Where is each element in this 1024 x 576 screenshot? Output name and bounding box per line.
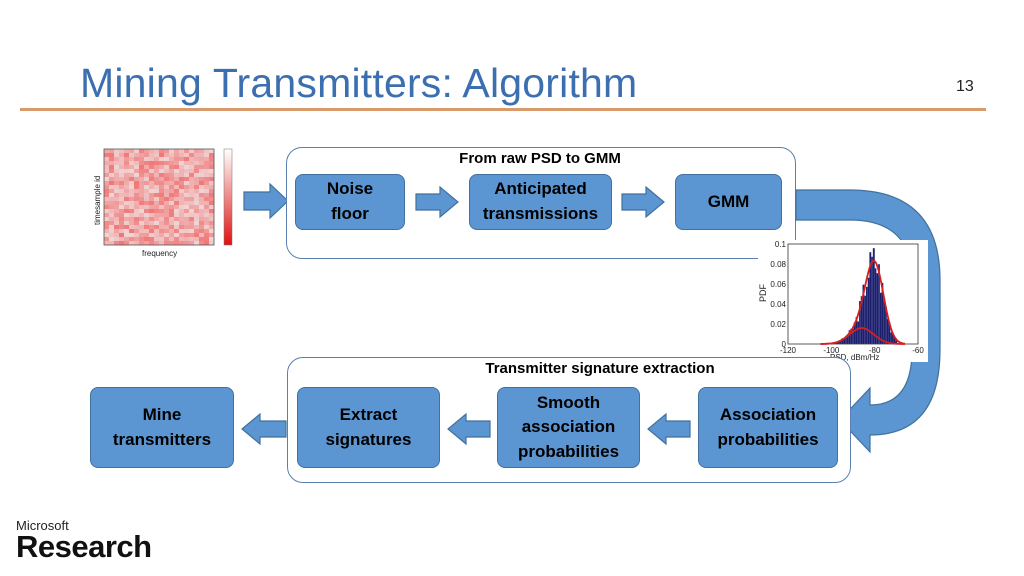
x-tick-label: -120 — [780, 346, 797, 355]
group-title-signature: Transmitter signature extraction — [485, 360, 715, 377]
histogram-bar — [886, 318, 889, 345]
pdf-histogram-plot: 00.020.040.060.080.1 -120-100-80-60 PDF … — [758, 240, 928, 362]
y-tick-label: 0.1 — [775, 240, 787, 249]
box-extract-signatures: Extract signatures — [297, 387, 440, 468]
y-tick-labels: 0 0.02 0.04 0.06 0.08 0.1 — [770, 240, 786, 349]
box-noise-floor: Noise floor — [295, 174, 405, 230]
plot-ylabel: PDF — [758, 283, 768, 302]
histogram-bar — [871, 256, 874, 345]
psd-heatmap: timesample id frequency — [93, 148, 233, 258]
histogram-bar — [857, 321, 860, 345]
y-tick-label: 0.08 — [770, 260, 786, 269]
histogram-bar — [867, 277, 870, 345]
arrow-noise-to-anticipated — [415, 185, 459, 219]
histogram-bar — [865, 286, 868, 345]
arrow-smooth-to-extract — [447, 412, 491, 446]
heatmap-colorbar — [223, 148, 233, 246]
arrow-heatmap-to-noise — [243, 182, 289, 220]
histogram-bar — [879, 292, 882, 345]
x-tick-label: -100 — [823, 346, 840, 355]
arrow-extract-to-mine — [241, 412, 287, 446]
box-smooth-association: Smooth association probabilities — [497, 387, 640, 468]
box-mine-transmitters: Mine transmitters — [90, 387, 234, 468]
histogram-bar — [874, 268, 877, 345]
arrow-association-to-smooth — [647, 412, 691, 446]
slide-title: Mining Transmitters: Algorithm — [80, 60, 638, 106]
histogram-bars — [831, 248, 898, 345]
x-tick-label: -60 — [912, 346, 924, 355]
x-tick-labels: -120 -100 -80 -60 — [780, 346, 924, 355]
heatmap-cells — [104, 149, 215, 246]
group-title-raw-psd: From raw PSD to GMM — [459, 150, 621, 167]
histogram-bar — [872, 248, 875, 345]
y-tick-label: 0.02 — [770, 320, 786, 329]
y-tick-label: 0.06 — [770, 280, 786, 289]
arrow-anticipated-to-gmm — [621, 185, 665, 219]
logo-division: Research — [16, 529, 152, 564]
x-tick-label: -80 — [869, 346, 881, 355]
plot-xlabel: PSD, dBm/Hz — [830, 353, 879, 362]
slide-number: 13 — [956, 78, 974, 95]
microsoft-research-logo: Microsoft Research — [16, 518, 152, 565]
y-tick-label: 0 — [782, 340, 787, 349]
histogram-bar — [876, 273, 879, 345]
box-association-probabilities: Association probabilities — [698, 387, 838, 468]
heatmap-ylabel: timesample id — [93, 176, 102, 225]
logo-company: Microsoft — [16, 518, 69, 533]
heatmap-xlabel: frequency — [142, 249, 177, 258]
histogram-bar — [864, 295, 867, 345]
box-gmm: GMM — [675, 174, 782, 230]
y-tick-label: 0.04 — [770, 300, 786, 309]
title-rule — [20, 108, 986, 111]
gmm-curve-component — [820, 327, 906, 345]
box-anticipated-transmissions: Anticipated transmissions — [469, 174, 612, 230]
